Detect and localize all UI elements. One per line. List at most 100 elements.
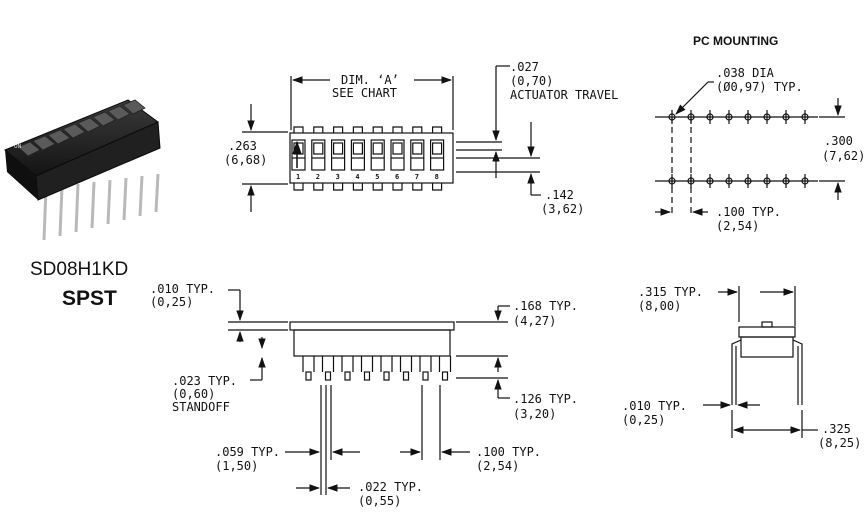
top-tab [432,126,443,133]
bottom-tab [352,183,363,191]
switch-actuator [430,139,445,171]
side-pin-lead [344,371,351,381]
bottom-tab [333,183,344,191]
side-pitch-in: .100 TYP. [476,445,541,459]
end-view-drawing [703,286,818,438]
act-mm: (3,62) [541,202,584,216]
end-thick-in: .010 TYP. [622,399,687,413]
gap-in: .010 TYP. [150,282,215,296]
hole-dia-in: .038 DIA [716,66,775,80]
top-tab [372,126,383,133]
pc-pitch-in: .100 TYP. [716,205,781,219]
gap-mm: (0,25) [150,295,193,309]
switch-actuator [350,139,365,171]
row-spacing-in: .300 [824,134,853,148]
switch-actuator [370,139,385,171]
top-tab [352,126,363,133]
pin-t-in: .022 TYP. [358,480,423,494]
product-photo: ON SD08H1KD SPST [4,99,161,310]
side-pin-upper [438,356,452,372]
top-tab [392,126,403,133]
side-pin-upper [321,356,335,372]
end-width-mm: (8,00) [638,299,681,313]
part-number-label: SD08H1KD [30,259,128,280]
side-pin-upper [399,356,413,372]
bottom-tab [412,183,423,191]
part-type-label: SPST [62,287,117,310]
switch-number: 7 [415,173,419,181]
pc-mounting-title: PC MOUNTING [693,34,778,48]
end-span-mm: (8,25) [818,436,861,450]
bottom-tab [313,183,324,191]
bottom-tab [372,183,383,191]
switch-actuator [331,139,346,171]
svg-text:ON: ON [14,143,22,150]
photo-actuators [17,99,146,157]
pin-len-mm: (3,20) [513,407,556,421]
body-h-in: .168 TYP. [513,299,578,313]
switch-number: 1 [296,173,300,181]
standoff-in: .023 TYP. [172,374,237,388]
width-in: .263 [228,139,257,153]
act-in: .142 [545,188,574,202]
pin-len-in: .126 TYP. [513,392,578,406]
side-pin-lead [422,371,429,381]
switch-actuator [311,139,326,171]
side-pin-upper [380,356,393,372]
standoff-label: STANDOFF [172,400,230,414]
pc-pitch-mm: (2,54) [716,219,759,233]
top-tab [412,126,423,133]
side-pin-upper [419,356,432,372]
side-view-drawing [228,289,510,495]
top-tab [333,126,344,133]
switch-actuator [390,139,405,171]
switch-number: 6 [395,173,399,181]
end-view-labels: .315 TYP. (8,00) .010 TYP. (0,25) .325 (… [622,285,861,450]
travel-label: ACTUATOR TRAVEL [510,88,618,102]
switch-number: 3 [336,173,340,181]
width-mm: (6,68) [224,153,267,167]
side-pin-upper [341,356,354,372]
side-pin-lead [441,371,449,381]
switch-number: 5 [375,173,379,181]
body-h-mm: (4,27) [513,314,556,328]
travel-mm: (0,70) [510,74,553,88]
top-view-drawing [242,65,541,212]
standoff-mm: (0,60) [172,387,215,401]
pc-mounting-drawing: PC MOUNTING .038 DIA (Ø0,97) TYP. .300 (… [655,34,865,233]
side-pin-lead [402,371,410,381]
side-pin-lead [363,371,371,381]
side-view-labels: .010 TYP. (0,25) .168 TYP. (4,27) .023 T… [150,282,578,508]
hole-dia-mm: (Ø0,97) TYP. [716,80,803,94]
bottom-tab [392,183,403,191]
switch-number: 8 [435,173,439,181]
end-width-in: .315 TYP. [638,285,703,299]
side-pin-lead [324,371,332,381]
top-tab [313,126,324,133]
see-chart-label: SEE CHART [332,86,397,100]
switch-number: 4 [355,173,359,181]
side-pitch-mm: (2,54) [476,459,519,473]
side-pin-lead [383,371,390,381]
pin-w-in: .059 TYP. [215,445,280,459]
side-pin-upper [360,356,374,372]
side-pin-upper [302,356,315,372]
photo-pins [42,173,160,241]
bottom-tab [432,183,443,191]
switch-actuator [291,139,306,171]
top-view-labels: DIM. ‘A’ SEE CHART .027 (0,70) ACTUATOR … [224,60,618,216]
switch-actuator [410,139,425,171]
row-spacing-mm: (7,62) [822,149,865,163]
pin-t-mm: (0,55) [358,494,401,507]
side-pin-lead [305,371,312,381]
bottom-tab [293,183,304,191]
switch-number: 2 [316,173,320,181]
end-thick-mm: (0,25) [622,413,665,427]
top-tab [293,126,304,133]
dim-a-label: DIM. ‘A’ [341,73,399,87]
end-span-in: .325 [822,422,851,436]
pin-w-mm: (1,50) [215,459,258,473]
travel-in: .027 [510,60,539,74]
